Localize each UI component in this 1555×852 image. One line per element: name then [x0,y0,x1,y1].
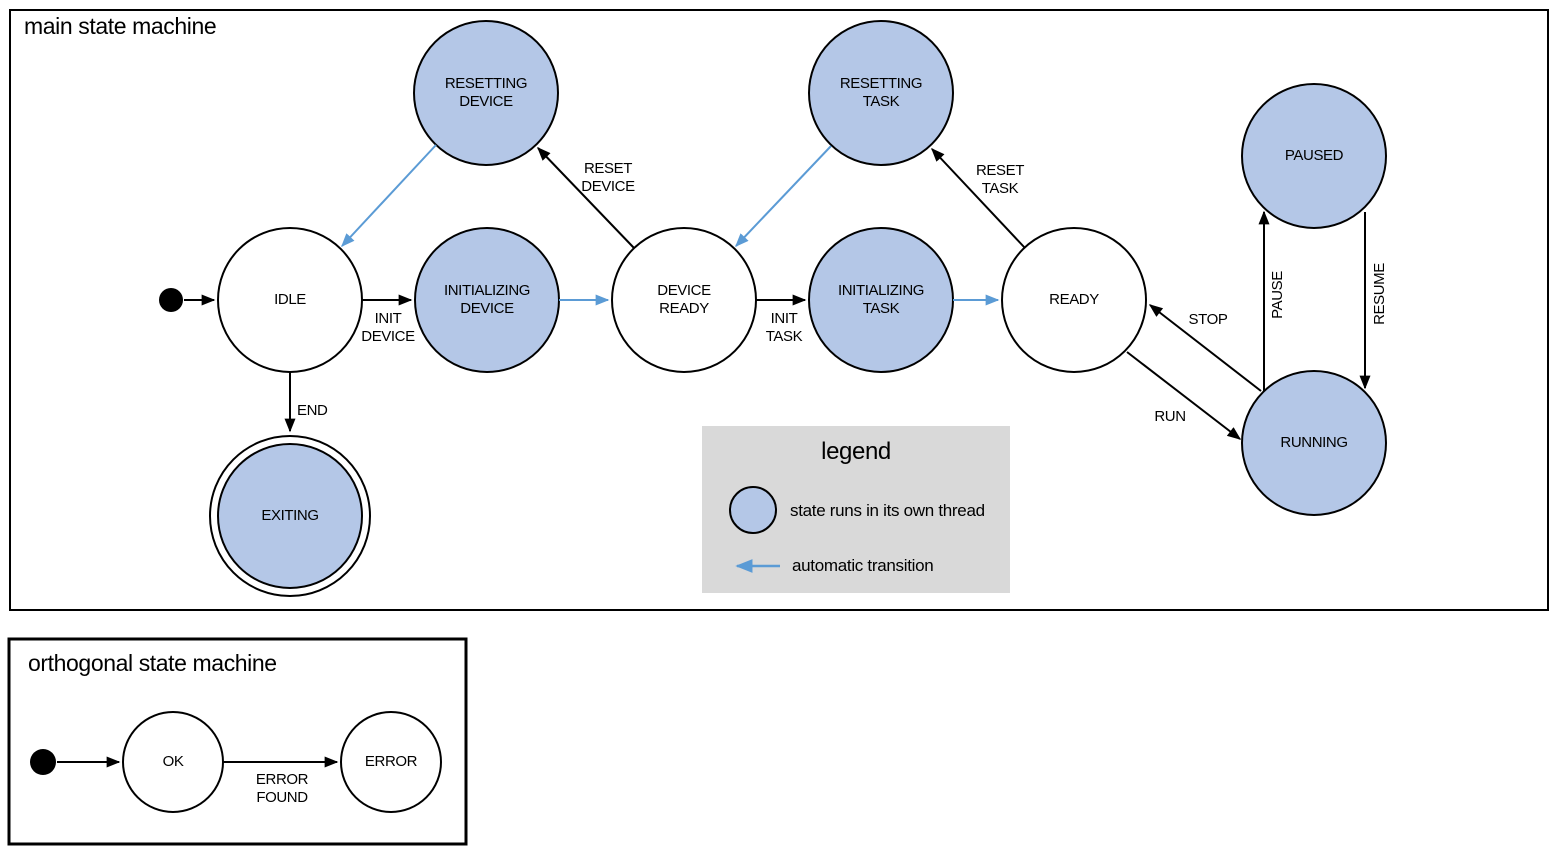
state-exiting [217,443,363,589]
state-label-running: RUNNING [1280,434,1348,451]
transition-label-run: RUN [1154,408,1186,425]
orthogonal-state-machine-frame [7,637,468,846]
transition-label-resume: RESUME [1371,263,1388,325]
transition-label-reset-task: RESET TASK [975,162,1025,197]
legend-auto-transition-label: automatic transition [792,556,934,575]
initial-state-dot-orthogonal [30,749,56,775]
transition-run [1126,351,1242,440]
state-label-initializing-device: INITIALIZING DEVICE [443,282,531,317]
state-label-idle: IDLE [274,291,306,308]
transition-label-reset-device: RESET DEVICE [581,160,635,195]
state-label-error: ERROR [364,753,418,770]
orthogonal-diagram-title: orthogonal state machine [28,650,277,676]
state-resetting-task [808,20,954,166]
state-label-initializing-task: INITIALIZING TASK [837,282,925,317]
transition-label-error-found: ERROR FOUND [255,771,309,806]
state-label-resetting-task: RESETTING TASK [839,75,923,110]
state-label-ok: OK [162,753,184,770]
state-paused [1241,83,1387,229]
transition-label-pause: PAUSE [1269,271,1286,319]
main-state-machine-frame [9,9,1549,611]
state-label-exiting: EXITING [261,507,319,524]
transition-stop [1148,304,1262,392]
transition-reset-device [537,147,635,249]
transition-label-end: END [297,402,328,419]
transition-label-stop: STOP [1188,311,1228,328]
main-diagram-title: main state machine [24,13,217,39]
transition-label-init-task: INIT TASK [765,310,803,345]
transition-label-init-device: INIT DEVICE [361,310,415,345]
state-label-paused: PAUSED [1284,147,1344,164]
state-ready [1001,227,1147,373]
state-resetting-device [413,20,559,166]
legend-title: legend [821,438,891,465]
auto-transition-resetting-task-to-device-ready [735,145,832,247]
legend-threaded-state-icon [729,486,777,534]
legend-threaded-state-label: state runs in its own thread [790,501,985,520]
state-label-resetting-device: RESETTING DEVICE [444,75,528,110]
state-label-ready: READY [1049,291,1099,308]
state-running [1241,370,1387,516]
state-error [340,711,442,813]
initial-state-dot-main [159,288,183,312]
auto-transition-resetting-device-to-idle [341,144,437,248]
transition-reset-task [931,147,1026,249]
state-label-device-ready: DEVICE READY [657,282,711,317]
